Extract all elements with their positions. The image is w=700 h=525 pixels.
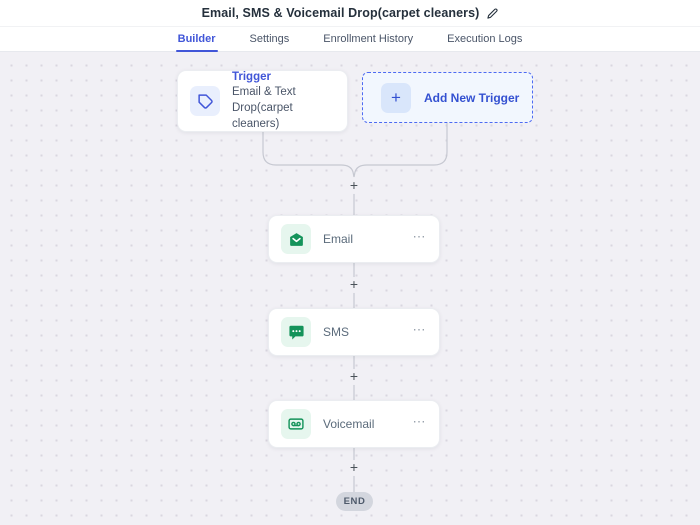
step-card-email[interactable]: Email ⋯: [268, 215, 440, 263]
step-label: SMS: [323, 325, 350, 339]
trigger-card-description: Email & Text Drop(carpet cleaners): [232, 86, 296, 130]
voicemail-icon: [281, 409, 311, 439]
plus-icon: +: [381, 82, 411, 113]
step-menu-icon[interactable]: ⋯: [412, 414, 427, 429]
workflow-canvas[interactable]: Trigger Email & Text Drop(carpet cleaner…: [0, 52, 700, 525]
trigger-card[interactable]: Trigger Email & Text Drop(carpet cleaner…: [177, 70, 348, 132]
tag-icon: [190, 86, 220, 116]
tab-settings[interactable]: Settings: [249, 33, 290, 45]
add-step-button-3[interactable]: +: [346, 369, 362, 385]
sms-icon: [281, 317, 311, 347]
trigger-card-label: Trigger: [232, 70, 271, 83]
add-new-trigger-button[interactable]: + Add New Trigger: [362, 72, 533, 123]
email-icon: [281, 224, 311, 254]
add-step-button-4[interactable]: +: [346, 460, 362, 476]
tab-execution-logs[interactable]: Execution Logs: [447, 33, 523, 45]
step-label: Voicemail: [323, 417, 375, 431]
add-step-button-1[interactable]: +: [346, 178, 362, 194]
workflow-tabbar: Builder Settings Enrollment History Exec…: [0, 27, 700, 52]
add-new-trigger-label: Add New Trigger: [424, 90, 520, 105]
tab-enrollment-history[interactable]: Enrollment History: [323, 33, 414, 45]
step-menu-icon[interactable]: ⋯: [412, 229, 427, 244]
workflow-title: Email, SMS & Voicemail Drop(carpet clean…: [201, 6, 480, 20]
step-card-sms[interactable]: SMS ⋯: [268, 308, 440, 356]
end-node: END: [336, 492, 373, 511]
step-menu-icon[interactable]: ⋯: [412, 322, 427, 337]
tab-builder[interactable]: Builder: [175, 27, 218, 52]
step-card-voicemail[interactable]: Voicemail ⋯: [268, 400, 440, 448]
edit-title-icon[interactable]: [487, 7, 498, 19]
workflow-header: Email, SMS & Voicemail Drop(carpet clean…: [0, 0, 700, 27]
step-label: Email: [323, 232, 354, 246]
add-step-button-2[interactable]: +: [346, 277, 362, 293]
